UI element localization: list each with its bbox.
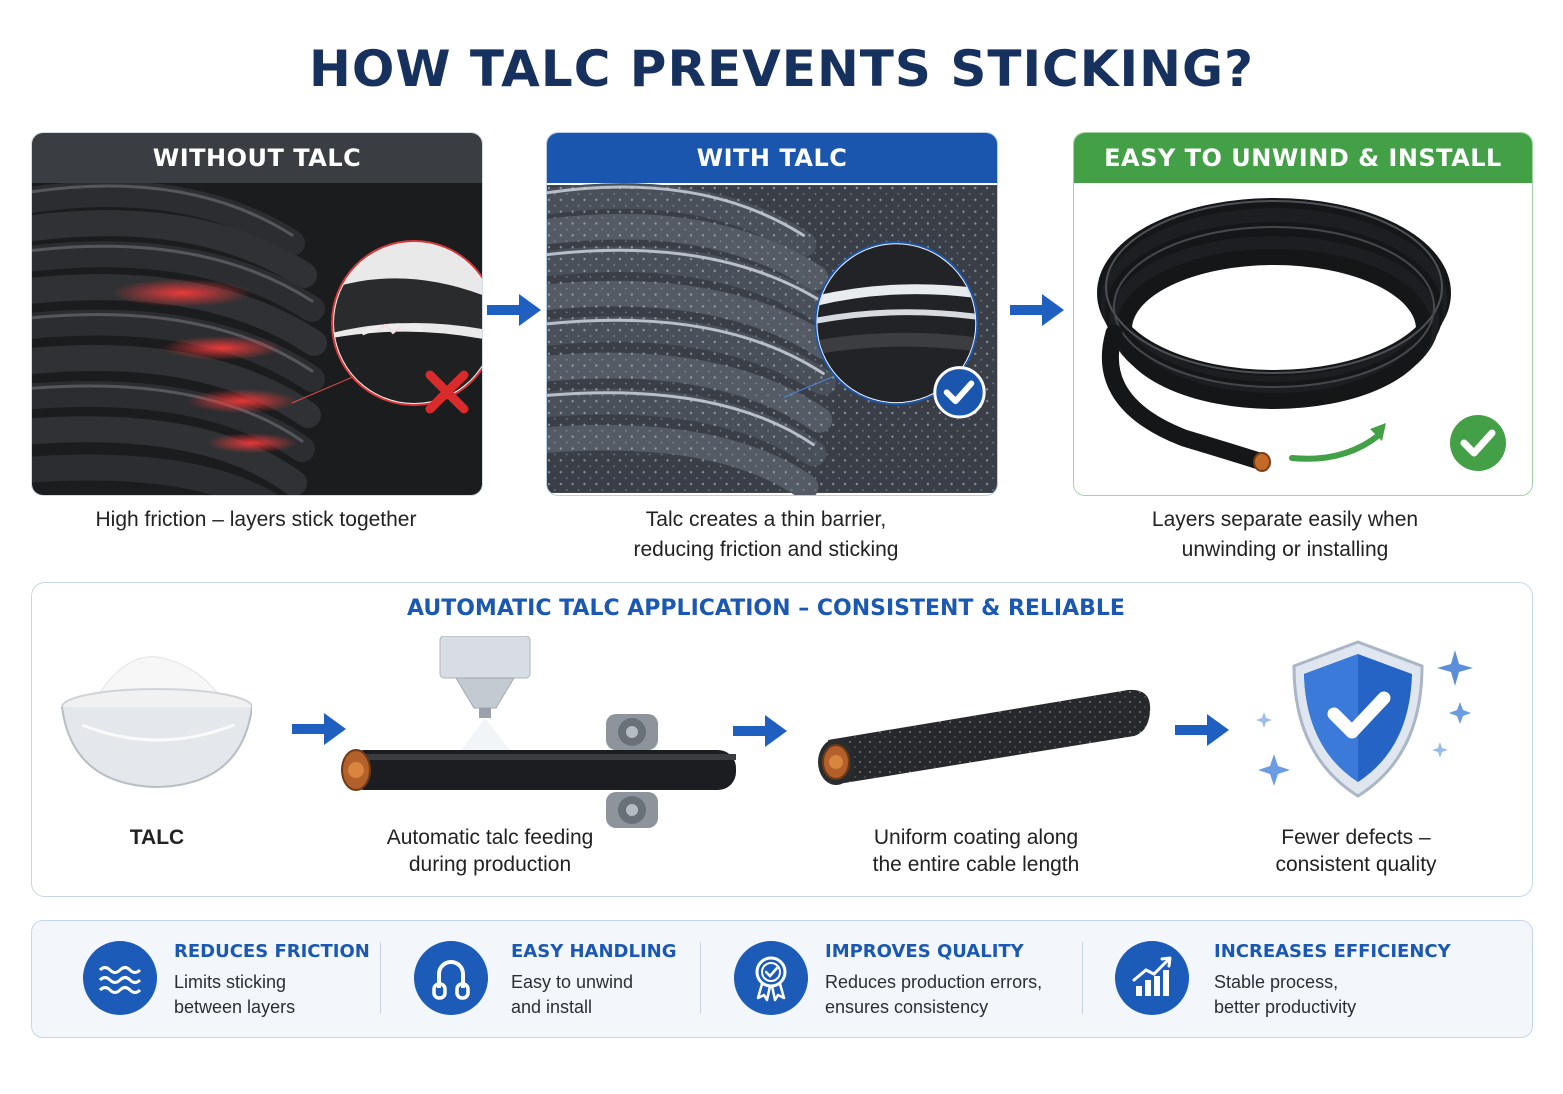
benefit-desc-friction: Limits sticking between layers (174, 972, 296, 1017)
sticking-cable-coil-image (32, 183, 482, 495)
process-title: AUTOMATIC TALC APPLICATION – CONSISTENT … (407, 596, 1125, 621)
benefits-bar (31, 920, 1533, 1038)
step-label-feeding: Automatic talc feeding during production (386, 826, 594, 876)
talc-sprayer-icon (341, 636, 736, 828)
arrow-right-icon (733, 715, 787, 747)
divider (700, 942, 701, 1014)
check-mark-icon (1450, 415, 1506, 471)
caption-easy-unwind: Layers separate easily when unwinding or… (1151, 508, 1419, 561)
benefit-desc-quality: Reduces production errors, ensures consi… (825, 972, 1043, 1017)
panel-header-without-talc: WITHOUT TALC (32, 133, 482, 183)
check-mark-icon (933, 366, 986, 419)
benefit-title-efficiency: INCREASES EFFICIENCY (1214, 941, 1451, 962)
step-label-fewer-defects: Fewer defects – consistent quality (1275, 826, 1437, 876)
unwinding-cable-coil-image (1074, 183, 1532, 495)
benefit-title-handling: EASY HANDLING (511, 941, 677, 962)
page-title: HOW TALC PREVENTS STICKING? (309, 40, 1254, 98)
panel-with-talc: WITH TALC (546, 132, 998, 496)
arrow-right-icon (292, 713, 346, 745)
growth-chart-icon (1115, 941, 1189, 1015)
cross-mark-icon (425, 370, 469, 414)
panel-easy-unwind: EASY TO UNWIND & INSTALL (1073, 132, 1533, 496)
benefit-title-quality: IMPROVES QUALITY (825, 941, 1024, 962)
divider (380, 942, 381, 1014)
waves-icon (83, 941, 157, 1015)
panel-header-with-talc: WITH TALC (547, 133, 997, 183)
arrow-right-icon (1010, 294, 1064, 326)
arrow-right-icon (1175, 714, 1229, 746)
coated-cable-icon (818, 689, 1151, 785)
panel-header-easy-unwind: EASY TO UNWIND & INSTALL (1074, 133, 1532, 183)
cable-coil-icon (414, 941, 488, 1015)
step-label-uniform-coating: Uniform coating along the entire cable l… (872, 826, 1080, 876)
shield-check-icon (1256, 640, 1473, 798)
quality-badge-icon (734, 941, 808, 1015)
arrow-right-icon (487, 294, 541, 326)
process-section (31, 582, 1533, 897)
divider (1082, 942, 1083, 1014)
caption-without-talc: High friction – layers stick together (95, 508, 417, 531)
caption-with-talc: Talc creates a thin barrier, reducing fr… (633, 508, 899, 561)
talc-coated-cable-coil-image (547, 183, 997, 495)
benefit-title-friction: REDUCES FRICTION (174, 941, 370, 962)
step-label-talc: TALC (129, 826, 185, 849)
talc-bowl-icon (61, 656, 252, 789)
panel-without-talc: WITHOUT TALC (31, 132, 483, 496)
benefit-desc-handling: Easy to unwind and install (511, 972, 634, 1017)
benefit-desc-efficiency: Stable process, better productivity (1214, 972, 1357, 1017)
